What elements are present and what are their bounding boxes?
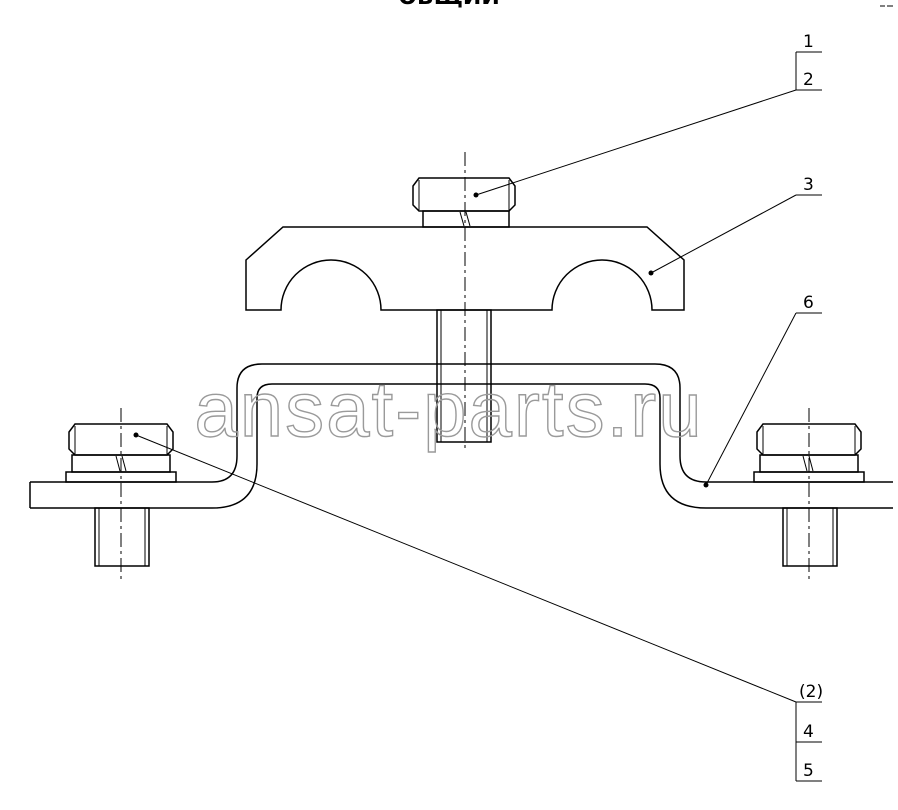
callout-5: 5 <box>803 761 814 781</box>
callout-stack-bottom: (2) 4 5 <box>795 682 823 782</box>
leader-lines <box>133 89 797 703</box>
left-bolt <box>65 408 177 582</box>
callout-3-group: 3 <box>796 175 822 196</box>
callout-stack-top: 1 2 <box>795 32 822 91</box>
callout-2-bracketed: (2) <box>799 682 823 702</box>
callout-3: 3 <box>803 175 814 195</box>
callout-6-group: 6 <box>796 293 822 314</box>
bracket <box>29 363 893 509</box>
watermark: ansat-parts.ru <box>194 365 703 453</box>
callout-2: 2 <box>803 70 814 90</box>
callout-1: 1 <box>803 32 814 52</box>
clamp-body <box>245 226 685 311</box>
callout-6: 6 <box>803 293 814 313</box>
title-fragment: ОБЩИЙ <box>398 0 499 10</box>
callout-4: 4 <box>803 722 814 742</box>
right-bolt <box>753 408 865 582</box>
